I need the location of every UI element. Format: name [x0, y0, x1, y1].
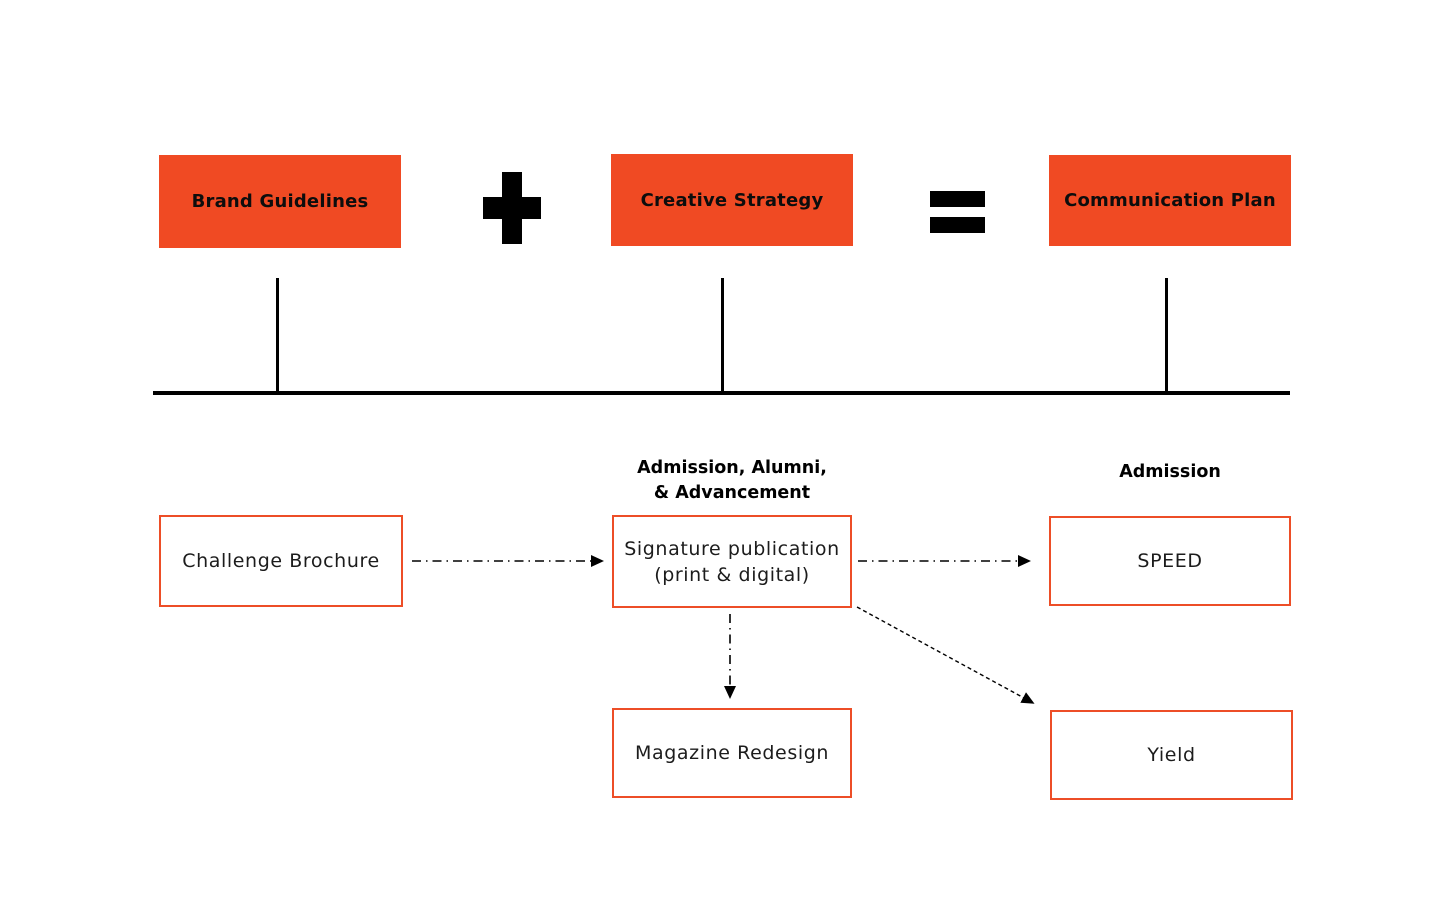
speed-label: SPEED [1137, 550, 1203, 572]
signature-publication-label-line1: Signature publication [624, 537, 840, 560]
plus-icon [483, 172, 541, 244]
speed-node: SPEED [1049, 516, 1291, 606]
yield-label: Yield [1147, 744, 1196, 766]
creative-strategy-stem-line [721, 278, 724, 394]
equals-icon [930, 191, 985, 233]
signature-group-heading-line2: & Advancement [653, 483, 811, 503]
communication-plan-stem-line [1165, 278, 1168, 394]
baseline-rule [153, 391, 1290, 395]
plus-icon-horizontal-bar [483, 197, 541, 219]
brand-guidelines-box: Brand Guidelines [159, 155, 401, 248]
brand-guidelines-stem-line [276, 278, 279, 394]
creative-strategy-label: Creative Strategy [640, 189, 824, 211]
signature-group-heading: Admission, Alumni, & Advancement [582, 456, 882, 506]
magazine-redesign-node: Magazine Redesign [612, 708, 852, 798]
communication-plan-box: Communication Plan [1049, 155, 1291, 246]
equals-icon-bottom-bar [930, 217, 985, 233]
challenge-brochure-node: Challenge Brochure [159, 515, 403, 607]
communication-plan-label: Communication Plan [1064, 190, 1276, 211]
challenge-brochure-label: Challenge Brochure [182, 550, 380, 572]
creative-strategy-box: Creative Strategy [611, 154, 853, 246]
signature-publication-node: Signature publication (print & digital) [612, 515, 852, 608]
signature-group-heading-line1: Admission, Alumni, [637, 458, 827, 478]
equals-icon-top-bar [930, 191, 985, 207]
signature-publication-label-line2: (print & digital) [654, 563, 810, 586]
admission-group-heading-label: Admission [1119, 462, 1221, 482]
yield-node: Yield [1050, 710, 1293, 800]
admission-group-heading: Admission [1049, 460, 1291, 485]
arrow-signature-to-yield [856, 606, 1035, 704]
magazine-redesign-label: Magazine Redesign [634, 742, 830, 764]
brand-guidelines-label: Brand Guidelines [191, 191, 369, 212]
